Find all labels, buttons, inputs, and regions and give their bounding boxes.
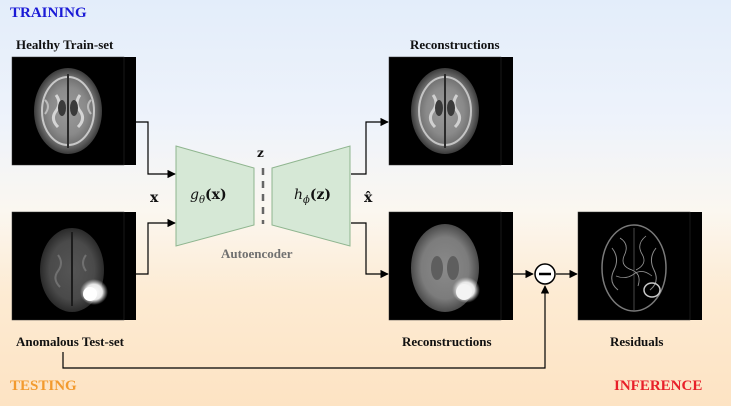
inference-title: INFERENCE xyxy=(614,378,703,394)
encoder-formula: gθ(x) xyxy=(190,187,227,206)
reconstructions-bottom-label: Reconstructions xyxy=(402,334,492,349)
flow-arrows xyxy=(62,117,578,369)
healthy-train-set-label: Healthy Train-set xyxy=(16,37,114,52)
output-symbol: x̂ xyxy=(364,190,373,206)
minus-operator xyxy=(534,263,556,285)
reconstruction-bottom-image xyxy=(411,224,480,312)
decoder-sub: ϕ xyxy=(303,194,310,206)
input-symbol: x xyxy=(150,190,159,206)
arrow-test-to-minus xyxy=(62,285,550,369)
arrow-decoder-to-bottom xyxy=(351,222,389,279)
reconstruction-top-image xyxy=(411,68,479,154)
arrow-decoder-to-top xyxy=(351,117,389,175)
training-title: TRAINING xyxy=(10,5,87,21)
decoder-formula: hϕ(z) xyxy=(294,187,331,206)
healthy-train-stack xyxy=(11,56,136,166)
decoder-fn: h xyxy=(294,187,304,203)
anomalous-test-set-label: Anomalous Test-set xyxy=(16,334,124,349)
healthy-brain-image xyxy=(34,68,102,154)
arrow-test-to-encoder xyxy=(136,218,176,275)
reconstructions-top-label: Reconstructions xyxy=(410,37,500,52)
anomalous-brain-image xyxy=(40,228,108,312)
residual-image xyxy=(601,224,667,312)
decoder-block xyxy=(271,145,351,247)
reconstructions-top-stack xyxy=(388,56,513,166)
latent-symbol: z xyxy=(257,146,264,160)
decoder-arg: (z) xyxy=(309,187,332,203)
encoder-sub: θ xyxy=(198,194,205,206)
residuals-label: Residuals xyxy=(610,334,664,349)
encoder-arg: (x) xyxy=(205,187,227,203)
residuals-stack xyxy=(577,211,702,321)
autoencoder-label: Autoencoder xyxy=(221,246,293,261)
anomalous-test-stack xyxy=(11,211,136,321)
testing-title: TESTING xyxy=(10,378,77,394)
reconstructions-bottom-stack xyxy=(388,211,513,321)
encoder-fn: g xyxy=(190,187,199,203)
arrow-train-to-encoder xyxy=(136,121,176,179)
encoder-block xyxy=(175,145,255,247)
